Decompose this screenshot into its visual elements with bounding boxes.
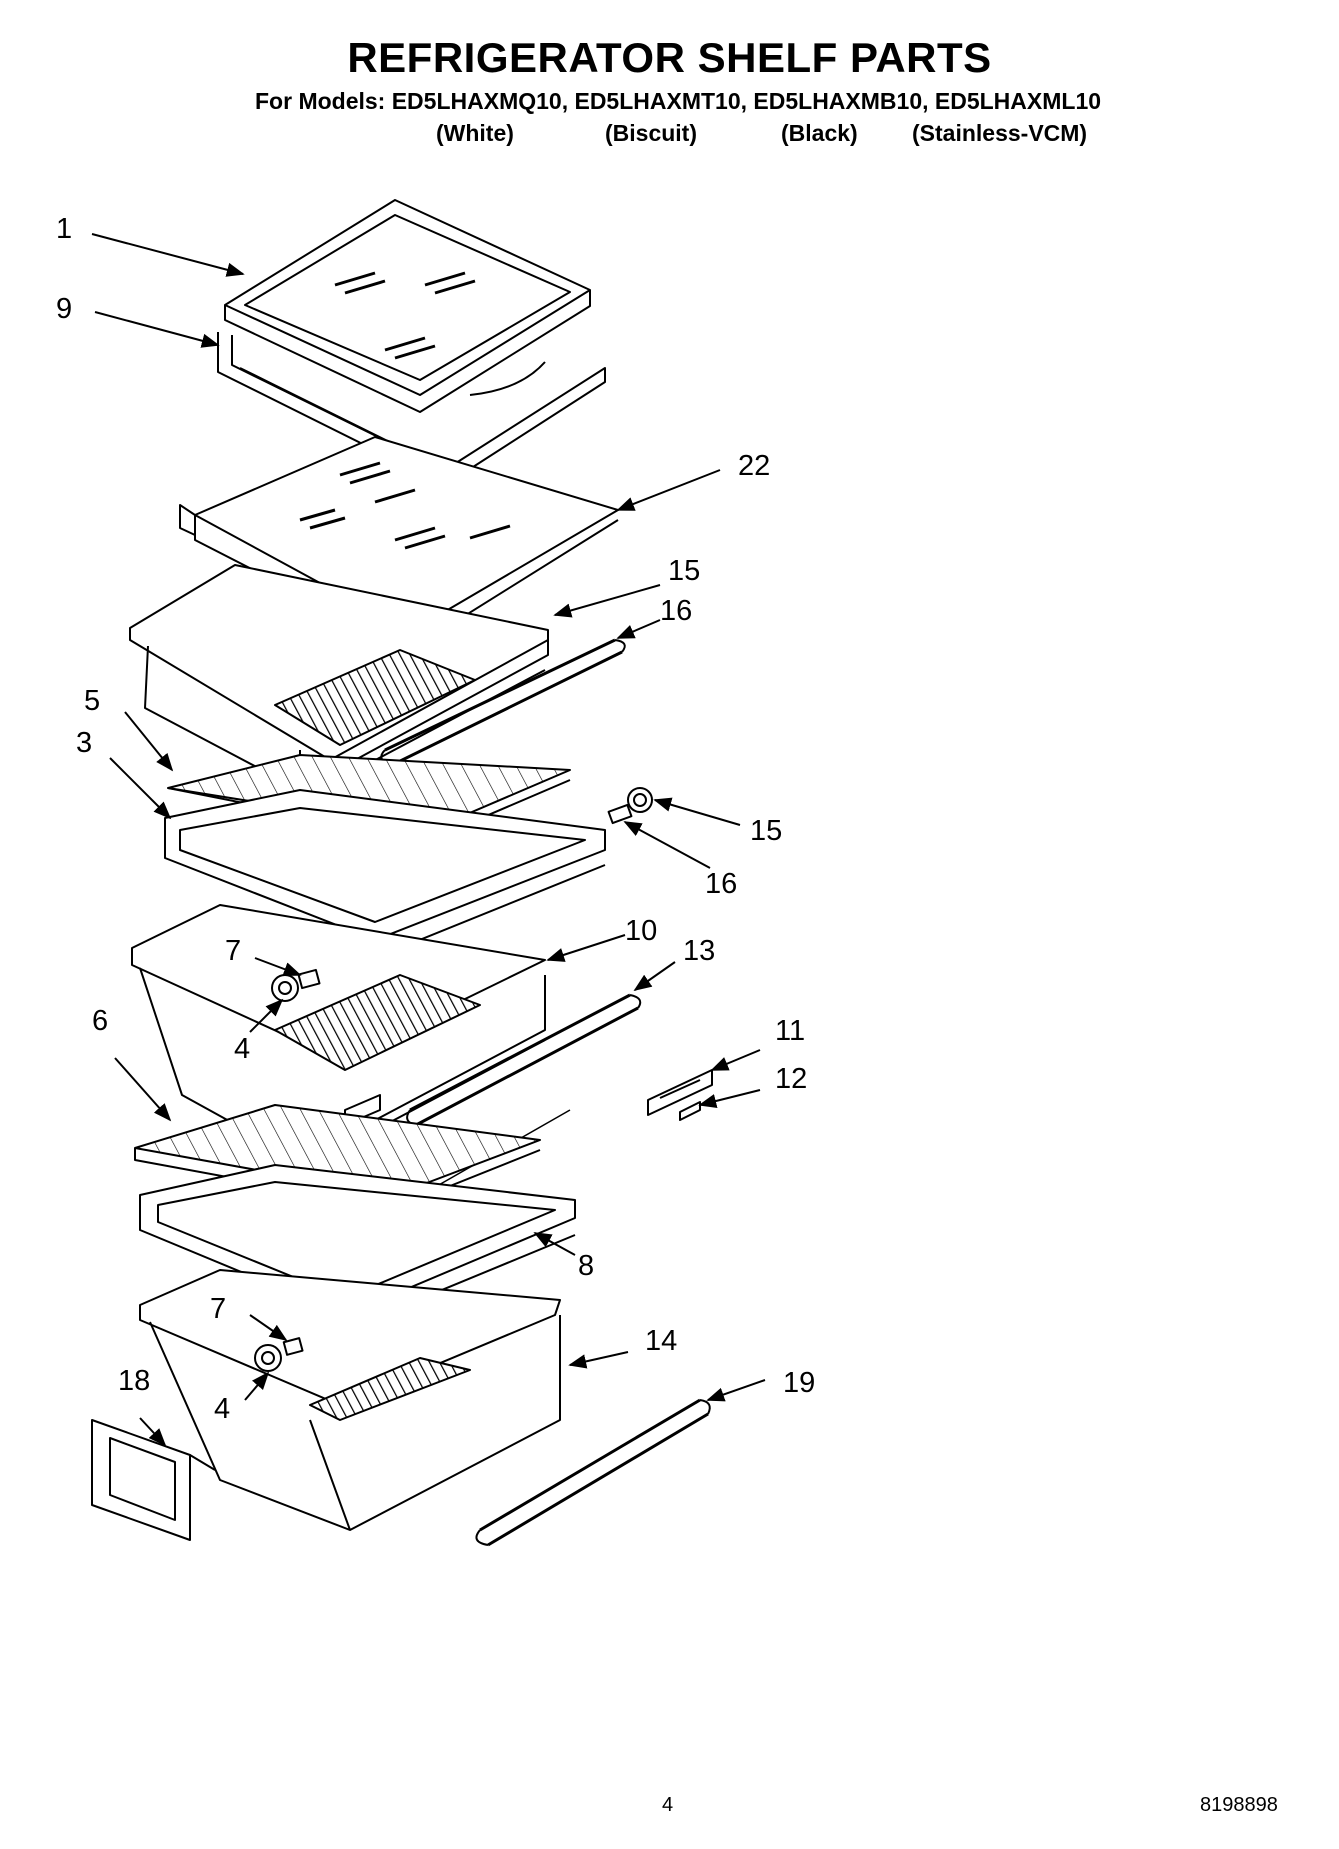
- callout-7-upper: 7: [225, 935, 241, 967]
- callout-15-wheel: 15: [750, 815, 782, 847]
- page-title: REFRIGERATOR SHELF PARTS: [347, 34, 992, 81]
- part-15-16-wheel-assembly: [607, 787, 653, 825]
- part-1-glass-shelf: [224, 199, 591, 413]
- part-19-trim: [475, 1398, 711, 1547]
- finish-biscuit: (Biscuit): [605, 120, 697, 146]
- part-11-12-clips: [429, 1069, 713, 1191]
- part-4-7-wheel-lower: [254, 1337, 304, 1372]
- callout-6: 6: [92, 1005, 108, 1037]
- callout-18: 18: [118, 1365, 150, 1397]
- callout-10: 10: [625, 915, 657, 947]
- finish-white: (White): [436, 120, 514, 146]
- finish-stainless: (Stainless-VCM): [912, 120, 1088, 146]
- callout-8: 8: [578, 1250, 594, 1282]
- finish-black: (Black): [781, 120, 858, 146]
- callout-4-upper: 4: [234, 1033, 250, 1065]
- callout-15-upper: 15: [668, 555, 700, 587]
- callout-3: 3: [76, 727, 92, 759]
- callout-7-lower: 7: [210, 1293, 226, 1325]
- callout-5: 5: [84, 685, 100, 717]
- callout-12: 12: [775, 1063, 807, 1095]
- part-18-bracket: [91, 1419, 216, 1541]
- callout-13: 13: [683, 935, 715, 967]
- callout-16-wheel: 16: [705, 868, 737, 900]
- page-number: 4: [662, 1794, 674, 1816]
- callout-9: 9: [56, 293, 72, 325]
- document-number: 8198898: [1200, 1794, 1278, 1816]
- callout-1: 1: [56, 213, 72, 245]
- callout-4-lower: 4: [214, 1393, 230, 1425]
- callout-19: 19: [783, 1367, 815, 1399]
- part-14-lower-crisper: [139, 1269, 561, 1531]
- models-line: For Models: ED5LHAXMQ10, ED5LHAXMT10, ED…: [255, 88, 1102, 114]
- callout-14: 14: [645, 1325, 677, 1357]
- upper-crisper-drawer: [129, 564, 626, 801]
- callout-11: 11: [775, 1015, 805, 1047]
- callout-16-upper: 16: [660, 595, 692, 627]
- callout-22: 22: [738, 450, 770, 482]
